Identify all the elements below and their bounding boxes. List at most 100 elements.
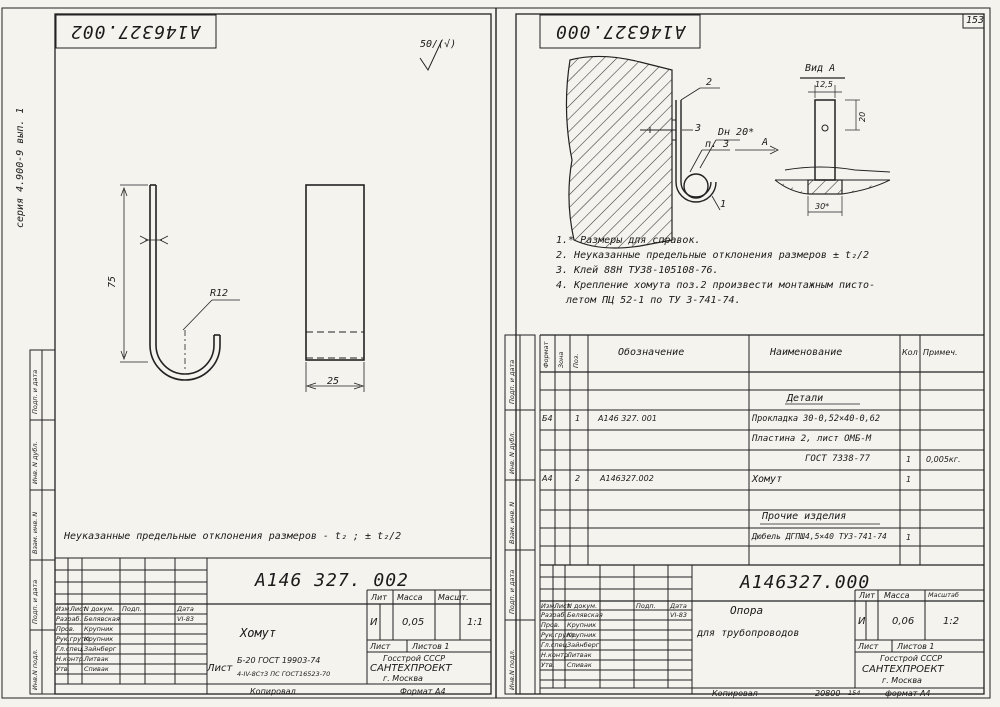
title-person: Крупник	[567, 621, 597, 629]
spec-table-grid	[539, 334, 984, 694]
title-role: Пров.	[541, 621, 560, 629]
right-copied: Копировал	[712, 689, 758, 698]
left-title-block-grid	[55, 557, 491, 694]
spec-row-name: Хомут	[752, 474, 783, 485]
title-sign: Подп.	[122, 605, 142, 613]
spec-row-pos: 1	[575, 414, 581, 423]
title-person: Литвак	[567, 651, 592, 659]
wall-section	[565, 55, 673, 249]
hook-dimensions	[120, 184, 240, 370]
title-person: Белявская	[84, 615, 120, 623]
left-sheets-label: Листов 1	[412, 642, 450, 651]
title-role: Н.контр.	[56, 655, 86, 663]
series-label: серия 4.900-9 вып. 1	[15, 107, 26, 228]
spec-header-name: Наименование	[770, 347, 843, 358]
title-role: Пров.	[56, 625, 75, 633]
title-role: Утв.	[56, 665, 70, 673]
title-role: Изм.	[541, 602, 557, 610]
spec-row-qty: 1	[906, 475, 912, 484]
side-label: Подп. и дата	[31, 579, 39, 624]
callout-3: 3	[695, 123, 702, 134]
spec-header-designation: Обозначение	[618, 347, 685, 358]
note-line: 2. Неуказанные предельные отклонения раз…	[556, 250, 870, 261]
right-lit-header: Лит	[859, 591, 875, 600]
side-label: Подп. и дата	[508, 359, 516, 404]
right-sheets-label: Листов 1	[897, 642, 935, 651]
right-scale-header: Масштаб	[928, 591, 959, 599]
right-copy-number: 20800	[815, 689, 841, 698]
right-code-box	[539, 14, 701, 49]
spec-header-format: Формат	[542, 341, 550, 368]
right-mass-header: Масса	[884, 591, 910, 600]
title-person: Зайнберг	[567, 641, 600, 649]
title-sheet: Лист	[554, 602, 571, 610]
dim-width-25: 25	[327, 376, 340, 387]
callout-a: А	[762, 137, 769, 148]
title-person: Крупник	[84, 625, 114, 633]
right-stamp-code: А146327.000	[740, 572, 871, 593]
right-frame	[515, 13, 985, 695]
spec-header-qty: Кол	[902, 348, 918, 357]
view-a-label: Вид А	[805, 63, 836, 74]
right-flipped-code: A146327.000	[555, 21, 686, 42]
spec-header-zone: Зона	[557, 351, 565, 368]
title-role: Гл.спец.	[56, 645, 85, 653]
title-role: Разраб.	[56, 615, 82, 623]
left-flipped-code: A146327.002	[70, 21, 201, 42]
left-stamp-code: А146 327. 002	[255, 570, 409, 591]
right-scale-value: 1:2	[943, 616, 960, 627]
left-lit-value: И	[370, 617, 378, 628]
page-number-box	[962, 13, 985, 29]
title-doc: N докум.	[84, 605, 115, 613]
side-label: Подп. и дата	[31, 369, 39, 414]
title-date: Дата	[177, 605, 194, 613]
spec-row-pos: 2	[575, 474, 581, 483]
title-role: Рук.групп.	[56, 635, 92, 643]
title-role: Н.контр.	[541, 651, 571, 659]
side-label: Инв.N подл.	[31, 649, 39, 690]
side-label: Взам. инв. N	[508, 501, 516, 544]
left-lit-header: Лит	[371, 593, 387, 602]
side-label: Инв.N подл.	[508, 649, 516, 690]
spec-row-name: Прокладка 30-0,52×40-0,62	[752, 414, 880, 424]
material-prefix: Лист	[207, 663, 233, 674]
title-sign: Подп.	[636, 602, 656, 610]
spec-row-name: Прочие изделия	[762, 511, 847, 522]
title-person: Крупник	[567, 631, 597, 639]
spec-row-designation: А146327.002	[600, 474, 654, 483]
title-person: Спивак	[84, 665, 109, 673]
left-sheet-label: Лист	[370, 642, 391, 651]
title-date: VI-83	[670, 611, 687, 619]
material-line1: Б-20 ГОСТ 19903-74	[237, 656, 321, 665]
note-line: 4. Крепление хомута поз.2 произвести мон…	[556, 280, 876, 291]
clamp-side-view	[305, 184, 365, 392]
left-mass-header: Масса	[397, 593, 423, 602]
left-org3: г. Москва	[383, 674, 423, 683]
right-org3: г. Москва	[882, 676, 922, 685]
right-stamp-name2: для трубопроводов	[697, 628, 800, 639]
clamp-assembly	[640, 100, 717, 203]
right-format: формат А4	[885, 689, 931, 698]
title-sheet: Лист	[70, 605, 87, 613]
view-a-drawing	[774, 77, 891, 216]
hook-drawing	[149, 184, 221, 381]
note-line: 3. Клей 88Н ТУ38-105108-76.	[556, 265, 719, 276]
callout-p3: п. 3	[705, 139, 730, 150]
spec-row-format: А4	[542, 474, 553, 483]
assembly-callouts	[680, 87, 779, 211]
right-stamp-name1: Опора	[730, 604, 764, 617]
left-scale-value: 1:1	[467, 617, 484, 628]
right-sheet-label: Лист	[858, 642, 879, 651]
callout-1: 1	[720, 199, 727, 210]
spec-row-name: Пластина 2, лист ОМБ-М	[752, 434, 872, 444]
right-org1: Госстрой СССР	[880, 654, 943, 663]
title-date: Дата	[670, 602, 687, 610]
left-copied: Копировал	[250, 687, 296, 696]
left-code-box	[55, 14, 217, 49]
title-person: Спивак	[567, 661, 592, 669]
dim-20: 20	[858, 111, 867, 122]
right-mass-value: 0,06	[892, 616, 915, 627]
right-title-block-grid	[540, 565, 984, 694]
spec-row-qty: 1	[906, 455, 912, 464]
